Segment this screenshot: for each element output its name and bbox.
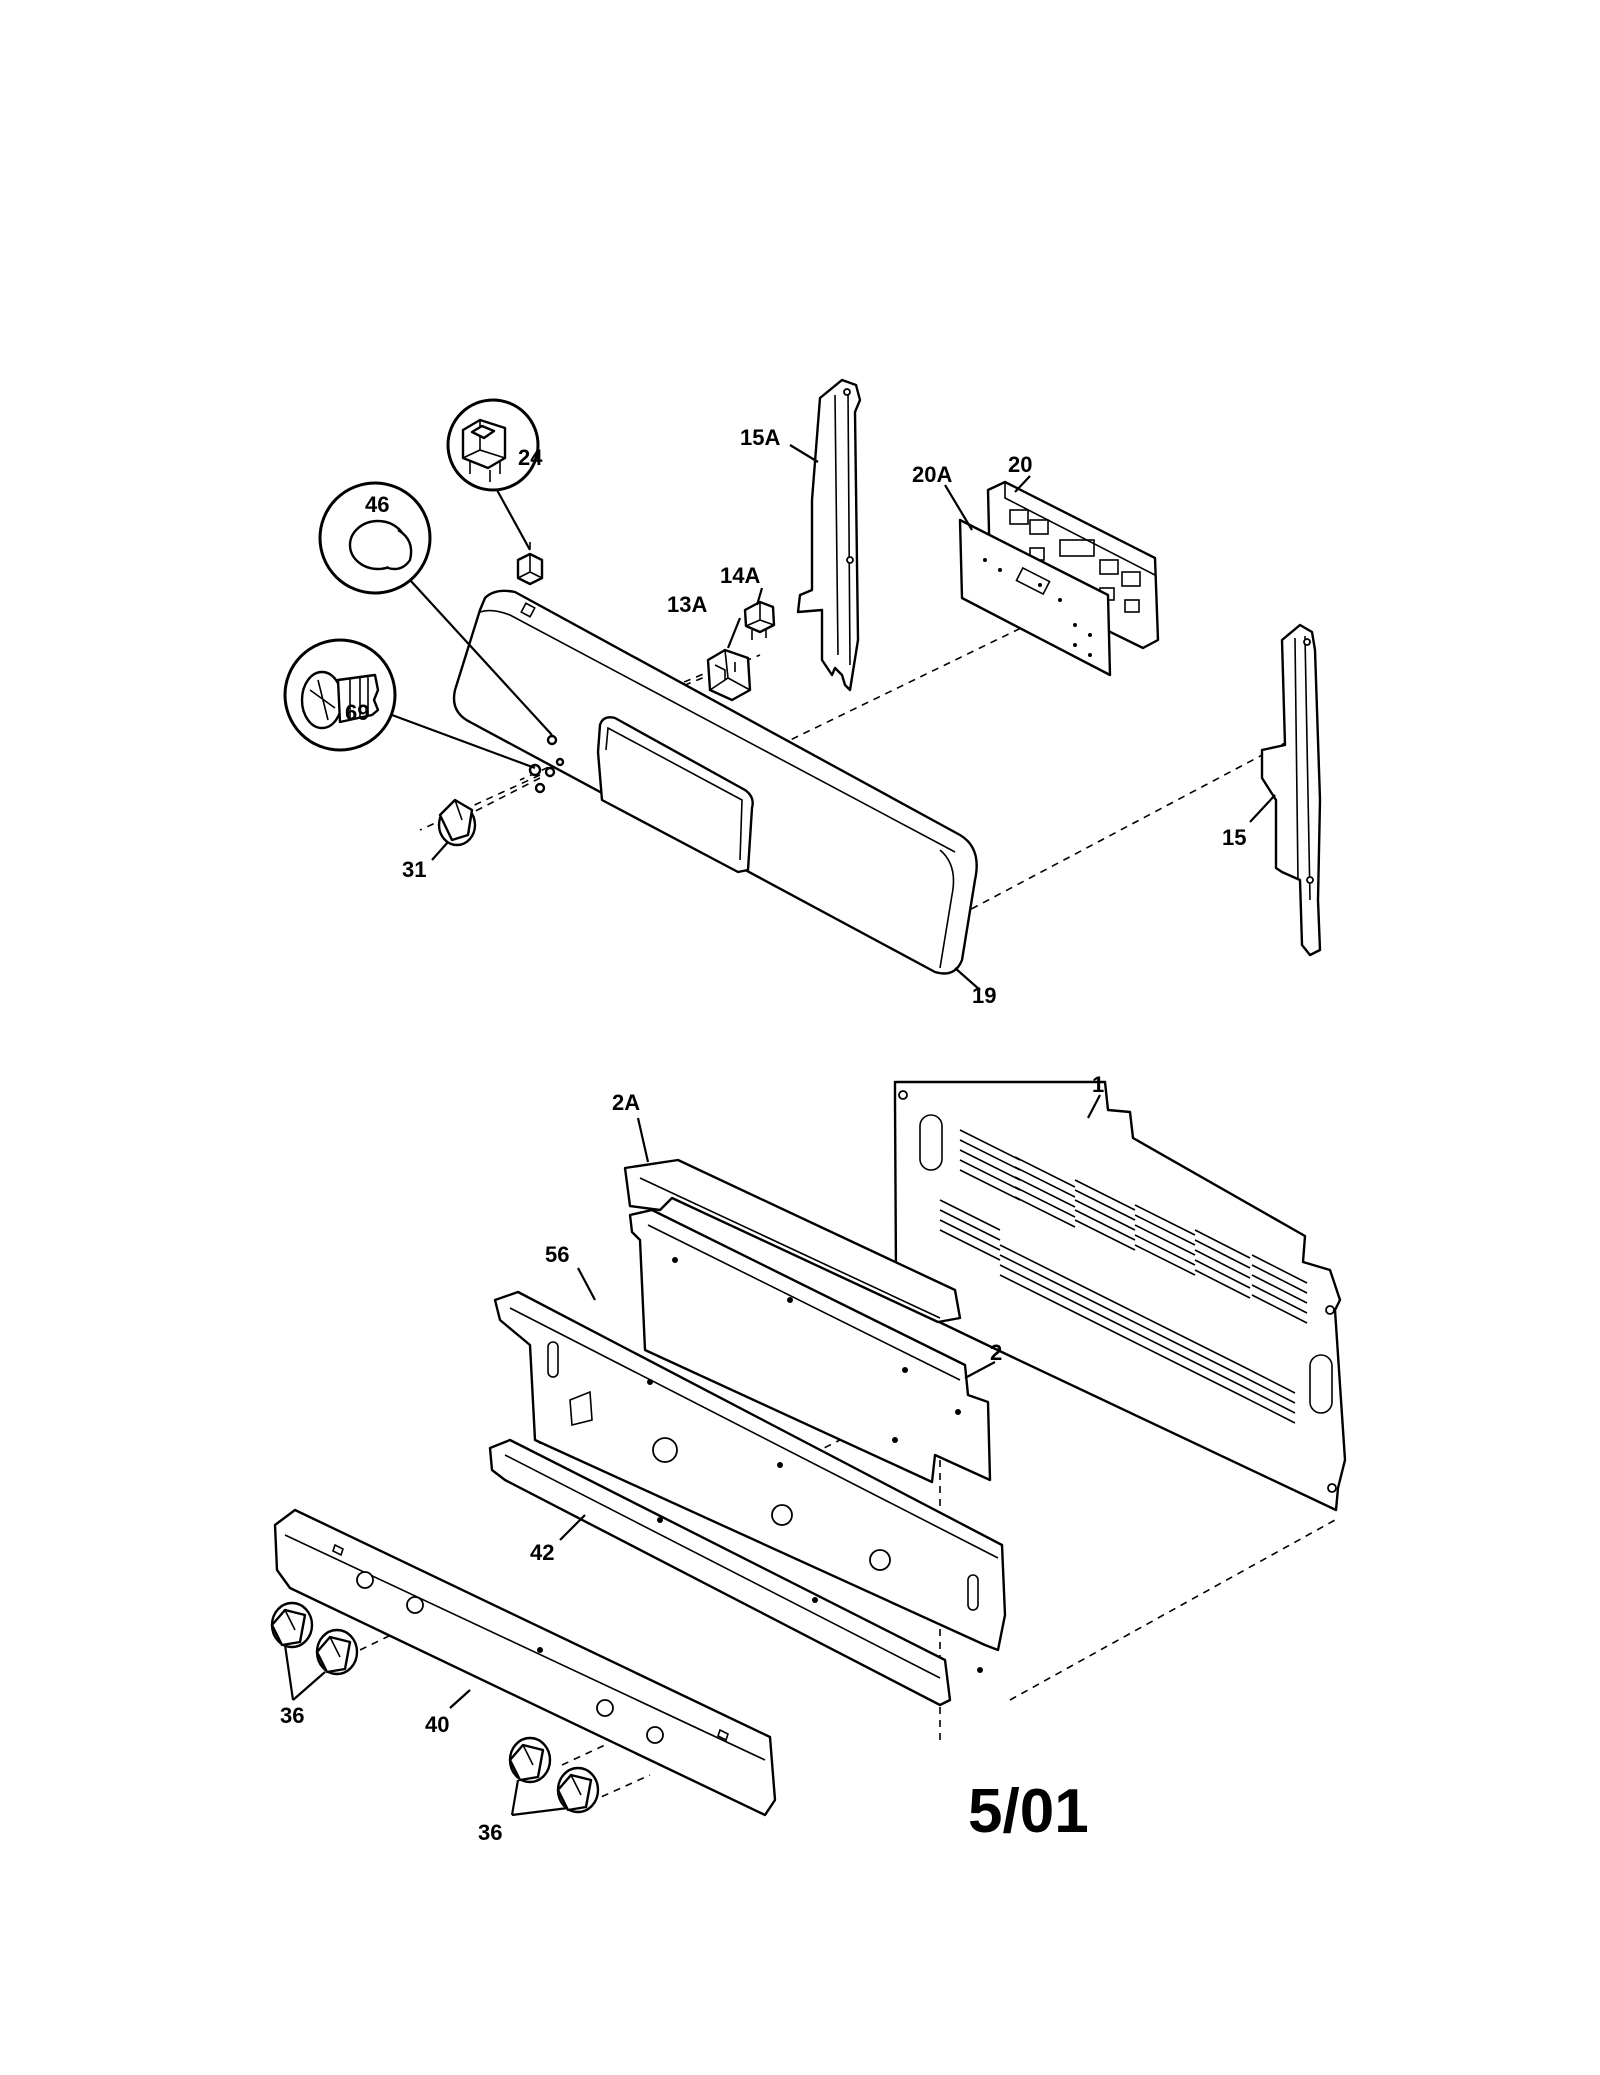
part-31-knob — [437, 798, 477, 847]
label-24: 24 — [518, 445, 543, 470]
knob-lower-right — [556, 1766, 600, 1814]
callout-46 — [318, 481, 553, 736]
label-13a: 13A — [667, 592, 707, 617]
part-14a-switch — [743, 600, 776, 640]
label-2a: 2A — [612, 1090, 640, 1115]
lower-vent-slots — [939, 1199, 1296, 1424]
part-2-bracket-panel — [628, 1208, 992, 1484]
part-15-end-bracket — [1260, 623, 1322, 957]
knob-upper-right — [315, 1628, 359, 1676]
part-42-trim-bar — [488, 1438, 952, 1707]
part-labels: 15A 24 20 20A 46 14A 13A 69 15 31 19 1 2… — [280, 425, 1246, 1845]
part-1-rear-panel — [893, 1080, 1347, 1512]
part-15a-end-bracket — [796, 378, 862, 692]
label-15a: 15A — [740, 425, 780, 450]
callout-24 — [446, 398, 540, 551]
part-2a-trim-strip — [623, 1158, 962, 1324]
callout-69 — [283, 638, 536, 770]
label-14a: 14A — [720, 563, 760, 588]
upper-vent-slots — [959, 1129, 1308, 1324]
label-69: 69 — [345, 700, 369, 725]
knob-lower-left — [508, 1736, 552, 1784]
label-20: 20 — [1008, 452, 1032, 477]
label-40: 40 — [425, 1712, 449, 1737]
label-2: 2 — [990, 1340, 1002, 1365]
label-46: 46 — [365, 492, 389, 517]
label-15: 15 — [1222, 825, 1246, 850]
label-19: 19 — [972, 983, 996, 1008]
knob-upper-left — [270, 1601, 314, 1649]
part-24-switch-small — [516, 552, 544, 586]
overlay-keypad-dots — [983, 558, 1092, 657]
part-13a-relay — [706, 648, 752, 702]
label-36-upper: 36 — [280, 1703, 304, 1728]
panel-screws — [528, 734, 565, 794]
part-20a-overlay — [958, 518, 1112, 677]
date-code: 5/01 — [968, 1777, 1089, 1846]
part-36-knobs — [270, 1601, 600, 1814]
label-36-lower: 36 — [478, 1820, 502, 1845]
label-31: 31 — [402, 857, 426, 882]
leader-lines — [283, 444, 1276, 1817]
part-19-backguard — [452, 589, 978, 975]
label-20a: 20A — [912, 462, 952, 487]
part-40-control-panel — [273, 1508, 777, 1817]
label-56: 56 — [545, 1242, 569, 1267]
part-56-manifold-panel — [493, 1290, 1007, 1673]
label-1: 1 — [1092, 1072, 1104, 1097]
label-42: 42 — [530, 1540, 554, 1565]
